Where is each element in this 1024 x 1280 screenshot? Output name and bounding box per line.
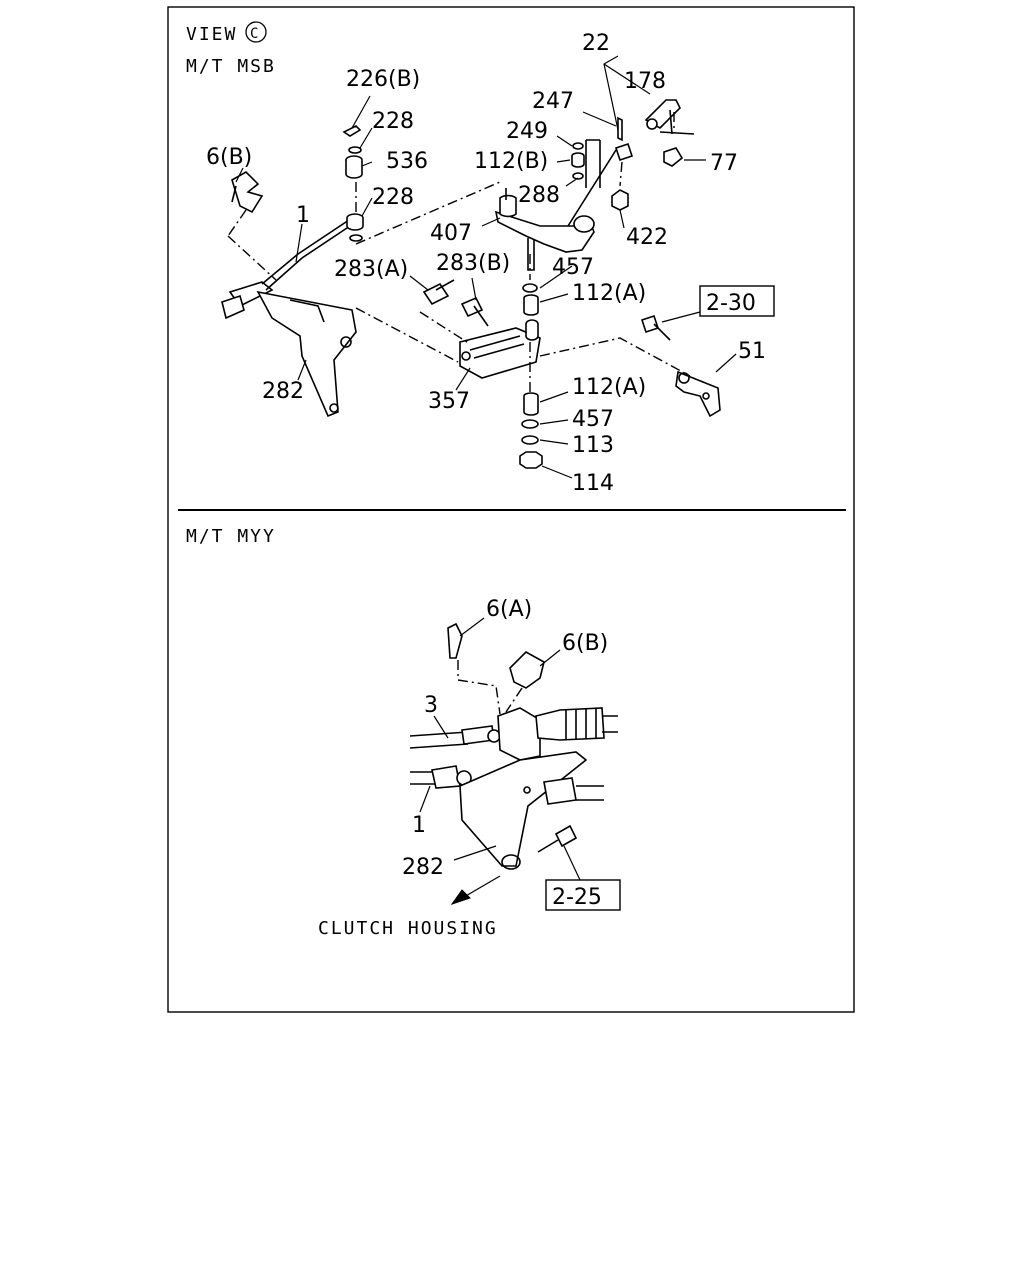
callout-22: 22 [582,31,610,56]
clip-6a [447,622,463,659]
bushing-stack-center [519,283,543,469]
callout-112a-lower: 112(A) [572,375,646,400]
callout-6a: 6(A) [486,597,532,622]
callout-77: 77 [710,151,738,176]
top-subtitle: M/T MSB [186,56,276,77]
callout-228-upper: 228 [372,109,414,134]
bracket-51 [640,314,721,418]
view-letter: C [250,26,258,42]
callout-1-bottom: 1 [412,813,426,838]
bottom-subtitle: M/T MYY [186,526,276,547]
bolts-283 [422,279,489,327]
clutch-housing-note: CLUTCH HOUSING [318,918,498,939]
callout-3: 3 [424,693,438,718]
diagram-frame [167,6,855,1013]
callout-457-upper: 457 [552,255,594,280]
callout-249: 249 [506,119,548,144]
callout-536: 536 [386,149,428,174]
callout-6b-bottom: 6(B) [562,631,608,656]
top-panel: VIEW C M/T MSB [186,21,775,496]
view-title: VIEW [186,24,237,45]
callout-457-lower: 457 [572,407,614,432]
clip-6b [231,171,264,214]
callout-357: 357 [428,389,470,414]
nut-422 [611,189,629,211]
bracket-357 [459,319,541,379]
callout-112a-upper: 112(A) [572,281,646,306]
ref-2-30: 2-30 [706,291,756,316]
shift-cable-assembly [221,217,357,418]
callout-226b: 226(B) [346,67,420,92]
callout-247: 247 [532,89,574,114]
bottom-panel: M/T MYY [186,526,621,939]
callout-288: 288 [518,183,560,208]
washer-stack-left [342,125,364,242]
clip-6b-bottom [509,651,545,689]
selector-bracket [571,116,634,188]
ref-box-2-30 [699,285,775,317]
callout-422: 422 [626,225,668,250]
callout-283b: 283(B) [436,251,510,276]
callout-178: 178 [624,69,666,94]
callout-228-lower: 228 [372,185,414,210]
callout-6b-top: 6(B) [206,145,252,170]
callout-1-top: 1 [296,203,310,228]
callout-114: 114 [572,471,614,496]
callout-283a: 283(A) [334,257,408,282]
view-letter-circle [245,21,267,43]
callout-282-top: 282 [262,379,304,404]
callout-51: 51 [738,339,766,364]
callout-282-bottom: 282 [402,855,444,880]
callout-112b: 112(B) [474,149,548,174]
ref-box-2-25 [545,879,621,911]
myy-cable-assembly [409,707,618,870]
callout-113: 113 [572,433,614,458]
callout-407: 407 [430,221,472,246]
ref-2-25: 2-25 [552,885,602,910]
ball-joint-178 [644,99,695,167]
